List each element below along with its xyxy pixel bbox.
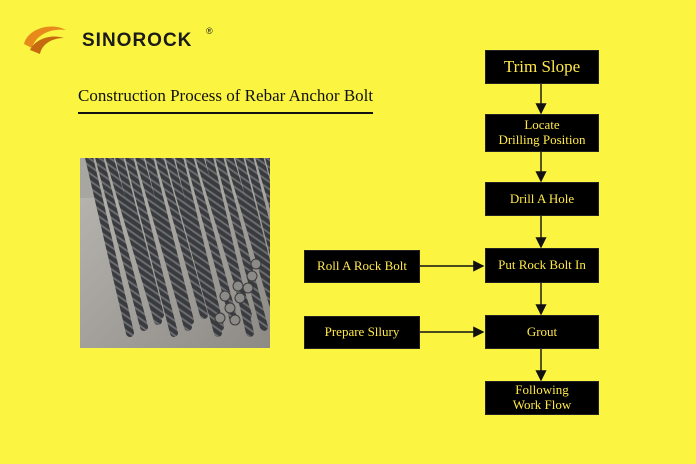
- rebar-photo: [80, 158, 270, 348]
- page-title: Construction Process of Rebar Anchor Bol…: [78, 86, 374, 114]
- step-roll-a-rock-bolt: Roll A Rock Bolt: [304, 250, 420, 283]
- step-trim-slope: Trim Slope: [485, 50, 599, 84]
- registered-mark: ®: [206, 26, 213, 36]
- sinorock-logo-icon: [24, 26, 66, 54]
- step-following-work-flow: Following Work Flow: [485, 381, 599, 415]
- step-drill-a-hole: Drill A Hole: [485, 182, 599, 216]
- step-locate-drilling-position: Locate Drilling Position: [485, 114, 599, 152]
- step-grout: Grout: [485, 315, 599, 349]
- step-put-rock-bolt-in: Put Rock Bolt In: [485, 248, 599, 283]
- brand-name: SINOROCK: [82, 30, 193, 51]
- sinorock-logo: SINOROCK ®: [22, 22, 213, 62]
- step-prepare-slurry: Prepare Sllury: [304, 316, 420, 349]
